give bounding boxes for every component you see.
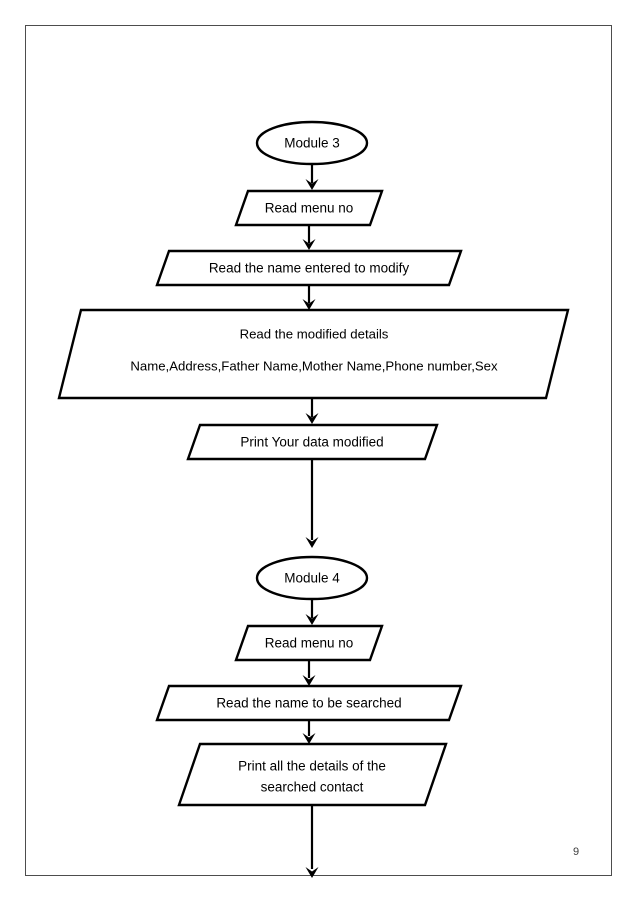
node-label-module-3: Module 3 xyxy=(284,136,340,151)
node-label-print-your-data-modified: Print Your data modified xyxy=(240,435,383,450)
node-read-menu-no-2[interactable]: Read menu no xyxy=(234,624,384,662)
node-read-name-to-be-searched[interactable]: Read the name to be searched xyxy=(155,684,463,722)
node-label-read-menu-no-1: Read menu no xyxy=(265,201,354,216)
connector-print-modified-to-module4 xyxy=(305,459,319,548)
connector-print-details-to-page-bottom xyxy=(305,805,319,878)
connector-read-name-to-modified-details xyxy=(302,285,316,310)
node-read-name-entered-to-modify[interactable]: Read the name entered to modify xyxy=(155,249,463,287)
node-label-print-all-details-line2: searched contact xyxy=(261,780,364,795)
connector-module4-to-read-menu xyxy=(305,599,319,625)
parallelogram-shape-print-all-details xyxy=(177,742,448,807)
parallelogram-shape-read-menu-no-2 xyxy=(234,624,384,662)
connector-read-name-to-print-details xyxy=(302,720,316,744)
node-label-read-name-entered-to-modify: Read the name entered to modify xyxy=(209,261,410,276)
page-number: 9 xyxy=(572,846,580,858)
parallelogram-shape-read-menu-no-1 xyxy=(234,189,384,227)
parallelogram-shape-read-name-entered-to-modify xyxy=(155,249,463,287)
connector-read-menu-to-read-name-searched xyxy=(302,660,316,686)
node-label-read-modified-details-line2: Name,Address,Father Name,Mother Name,Pho… xyxy=(130,358,498,373)
parallelogram-shape-print-your-data-modified xyxy=(186,423,439,461)
node-label-read-modified-details-line1: Read the modified details xyxy=(240,326,389,341)
node-label-module-4: Module 4 xyxy=(284,571,340,586)
node-label-print-all-details-line1: Print all the details of the xyxy=(238,759,386,774)
parallelogram-shape-read-modified-details xyxy=(57,308,570,400)
parallelogram-shape-read-name-to-be-searched xyxy=(155,684,463,722)
node-read-modified-details[interactable]: Read the modified details Name,Address,F… xyxy=(57,308,570,400)
node-label-read-name-to-be-searched: Read the name to be searched xyxy=(216,696,401,711)
node-print-all-details-searched-contact[interactable]: Print all the details of the searched co… xyxy=(177,742,448,807)
node-module-3[interactable]: Module 3 xyxy=(255,120,369,166)
node-print-your-data-modified[interactable]: Print Your data modified xyxy=(186,423,439,461)
connector-modified-details-to-print-modified xyxy=(305,398,319,424)
connector-read-menu-to-read-name-modify xyxy=(302,225,316,250)
node-read-menu-no-1[interactable]: Read menu no xyxy=(234,189,384,227)
node-label-read-menu-no-2: Read menu no xyxy=(265,636,354,651)
node-module-4[interactable]: Module 4 xyxy=(255,555,369,601)
connector-module3-to-read-menu xyxy=(305,164,319,190)
